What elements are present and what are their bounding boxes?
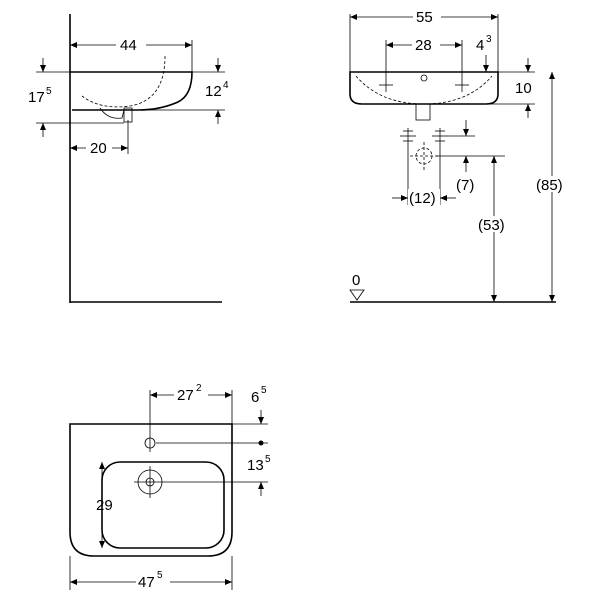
dim-65-dot xyxy=(258,440,264,446)
floor-level-label: 0 xyxy=(352,272,360,289)
supply-right xyxy=(432,128,448,144)
dim-43-sup: 3 xyxy=(486,34,492,45)
basin-profile xyxy=(70,71,193,111)
dim-175-main: 17 xyxy=(28,89,45,106)
dim-28-label: 28 xyxy=(415,37,432,54)
overflow-hole xyxy=(420,74,428,82)
waste-connection xyxy=(410,142,438,170)
dim-20-label: 20 xyxy=(90,140,107,157)
tap-marker-right xyxy=(455,78,469,92)
dim-475-sup: 5 xyxy=(157,570,163,581)
basin-top-outline xyxy=(69,423,233,557)
top-view: 27 2 6 5 13 5 29 47 5 xyxy=(69,383,271,591)
tap-marker-left xyxy=(379,78,393,92)
bowl-front-hidden xyxy=(355,75,493,105)
dim-124-main: 12 xyxy=(205,83,222,100)
dim-272-sup: 2 xyxy=(196,383,202,394)
dim-124-sup: 4 xyxy=(223,80,229,91)
bowl-hidden-line xyxy=(81,55,166,108)
dim-44-label: 44 xyxy=(120,37,137,54)
dim-135-main: 13 xyxy=(247,457,264,474)
supply-left xyxy=(400,128,416,144)
dim-135-sup: 5 xyxy=(265,454,271,465)
siphon xyxy=(99,107,125,119)
dim-7-label: (7) xyxy=(456,177,474,194)
drain-front xyxy=(415,103,431,121)
dim-85-label: (85) xyxy=(536,177,563,194)
dim-475-main: 47 xyxy=(138,574,155,591)
side-view: 44 17 5 12 4 20 xyxy=(28,14,229,303)
dim-43-main: 4 xyxy=(476,37,484,54)
floor-level-marker xyxy=(349,289,365,301)
basin-front xyxy=(349,71,499,105)
dim-65-main: 6 xyxy=(251,389,259,406)
dim-12-label: (12) xyxy=(409,190,436,207)
dim-53-label: (53) xyxy=(478,217,505,234)
dim-175-sup: 5 xyxy=(46,86,52,97)
dim-65-sup: 5 xyxy=(261,385,267,396)
dim-10-label: 10 xyxy=(515,80,532,97)
front-view: 55 28 4 3 10 xyxy=(349,8,570,303)
bowl-top xyxy=(101,461,225,549)
dim-29-label: 29 xyxy=(96,497,113,514)
dim-55-label: 55 xyxy=(416,9,433,26)
dim-272-main: 27 xyxy=(177,387,194,404)
